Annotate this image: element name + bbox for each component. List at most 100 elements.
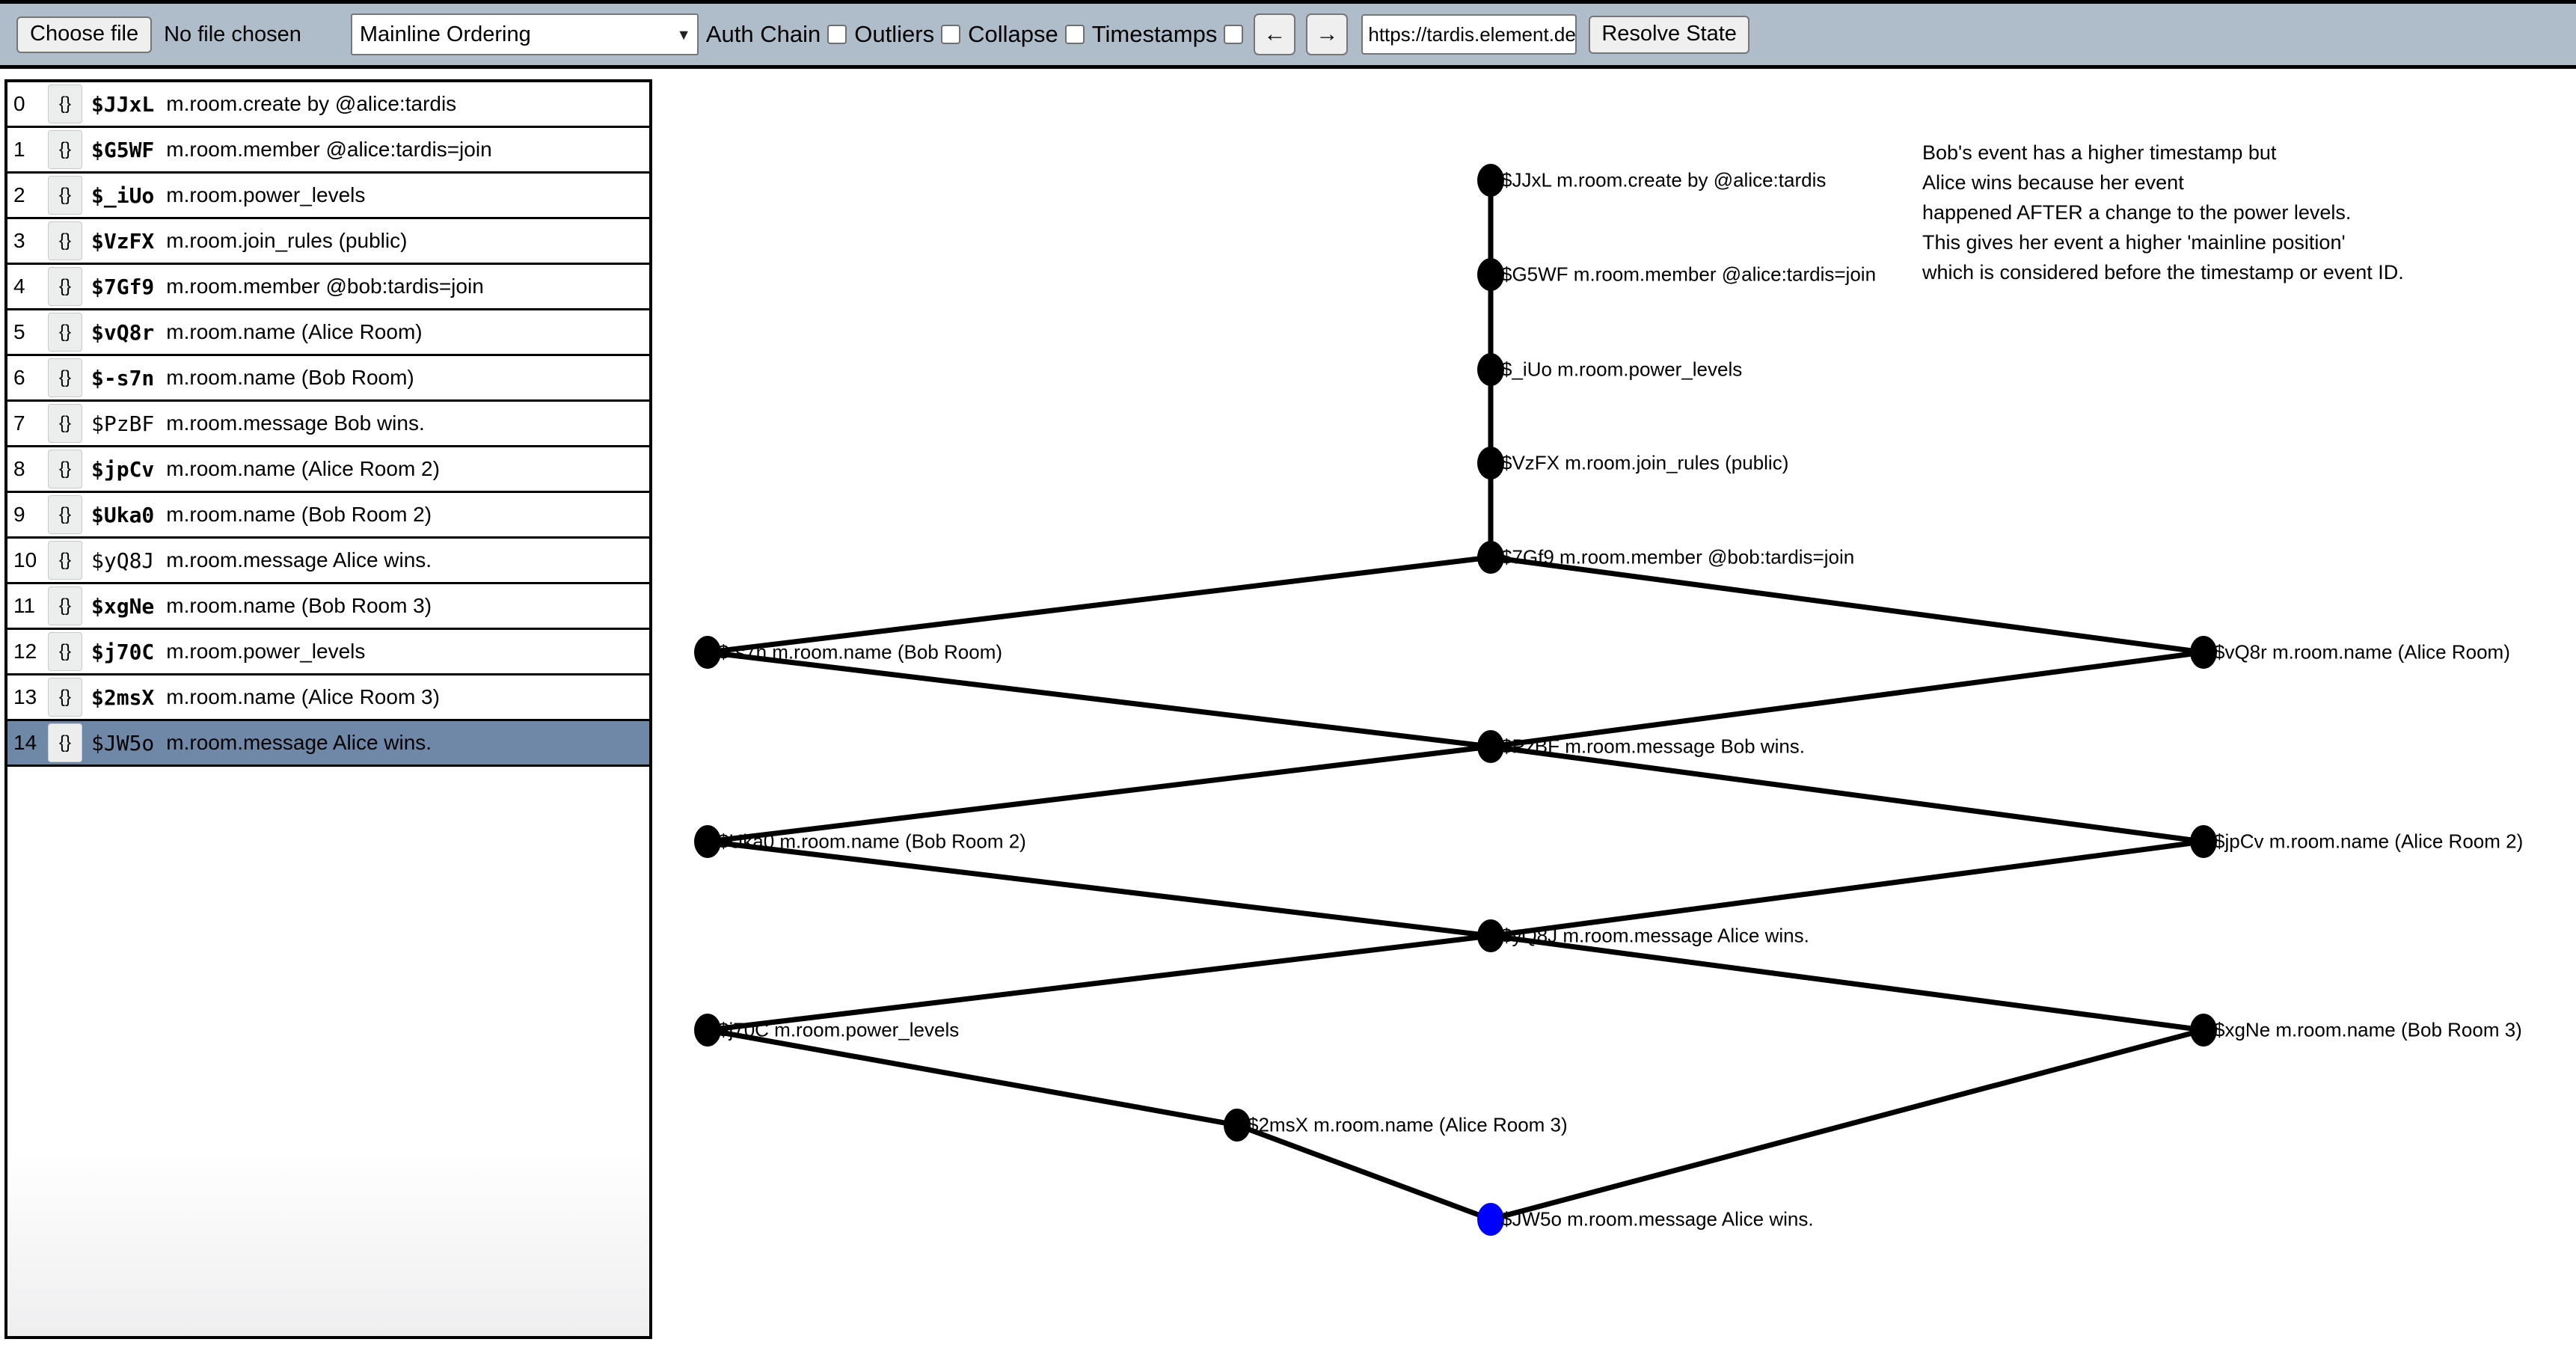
json-badge-icon[interactable]: {} <box>48 541 82 580</box>
json-badge-icon[interactable]: {} <box>48 358 82 397</box>
ordering-select[interactable]: Mainline Ordering ▾ <box>350 13 699 55</box>
ordering-select-value: Mainline Ordering <box>359 22 531 46</box>
annotation-line: happened AFTER a change to the power lev… <box>1922 201 2352 224</box>
event-description: m.room.power_levels <box>166 640 366 663</box>
forward-arrow-icon[interactable]: → <box>1306 13 1349 55</box>
dag-node-label: $vQ8r m.room.name (Alice Room) <box>2214 640 2510 664</box>
event-description: m.room.member @alice:tardis=join <box>166 138 492 161</box>
json-badge-icon[interactable]: {} <box>48 267 82 306</box>
dag-edge <box>1490 744 2204 845</box>
json-badge-icon[interactable]: {} <box>48 495 82 534</box>
dag-node-label: $j70C m.room.power_levels <box>718 1018 960 1041</box>
file-name-label: No file chosen <box>164 22 301 46</box>
json-badge-icon[interactable]: {} <box>48 723 82 762</box>
event-description: m.room.join_rules (public) <box>166 229 408 252</box>
dag-node[interactable] <box>1477 730 1504 763</box>
event-index: 12 <box>13 640 37 663</box>
dag-node[interactable] <box>2190 1014 2217 1047</box>
dag-node[interactable] <box>694 1014 721 1047</box>
event-id: $2msX <box>91 684 155 710</box>
dag-edge <box>707 933 1491 1033</box>
annotation-line: Alice wins because her event <box>1922 171 2184 194</box>
event-index: 11 <box>13 594 36 617</box>
chevron-down-icon: ▾ <box>679 24 688 44</box>
json-badge-icon[interactable]: {} <box>48 678 82 717</box>
event-id: $yQ8J <box>91 548 155 573</box>
dag-node-label: $G5WF m.room.member @alice:tardis=join <box>1501 263 1877 286</box>
dag-node-label: $2msX m.room.name (Alice Room 3) <box>1248 1113 1568 1136</box>
json-badge-icon[interactable]: {} <box>48 176 82 215</box>
dag-edge <box>1490 1027 2204 1222</box>
json-badge-icon[interactable]: {} <box>48 632 82 671</box>
dag-node[interactable] <box>1477 353 1504 386</box>
json-badge-icon[interactable]: {} <box>48 221 82 260</box>
event-description: m.room.create by @alice:tardis <box>166 92 457 115</box>
dag-node[interactable] <box>1477 258 1504 291</box>
annotation-line: which is considered before the timestamp… <box>1922 261 2404 284</box>
dag-edge <box>707 649 1491 750</box>
dag-node[interactable] <box>1477 541 1504 574</box>
back-arrow-icon[interactable]: ← <box>1254 13 1296 55</box>
event-description: m.room.power_levels <box>166 183 366 206</box>
dag-node[interactable] <box>1477 164 1504 197</box>
json-badge-icon[interactable]: {} <box>48 450 82 488</box>
event-description: m.room.message Bob wins. <box>166 411 425 435</box>
dag-node[interactable] <box>2190 636 2217 669</box>
outliers-checkbox[interactable] <box>941 25 961 44</box>
annotation-line: This gives her event a higher 'mainline … <box>1922 231 2346 254</box>
event-id: $xgNe <box>91 593 155 619</box>
dag-node-label: $VzFX m.room.join_rules (public) <box>1501 451 1789 474</box>
dag-node-label: $JJxL m.room.create by @alice:tardis <box>1501 168 1827 192</box>
dag-edge <box>707 554 1491 655</box>
dag-node[interactable] <box>1477 1203 1504 1236</box>
url-input-value: https://tardis.element.dev <box>1368 22 1577 46</box>
event-index: 14 <box>13 731 37 754</box>
json-badge-icon[interactable]: {} <box>48 404 82 443</box>
event-index: 10 <box>13 548 37 572</box>
event-id: $j70C <box>91 639 155 664</box>
event-description: m.room.name (Alice Room 2) <box>166 457 440 480</box>
event-index: 8 <box>13 457 25 480</box>
event-description: m.room.name (Bob Room) <box>166 366 414 389</box>
json-badge-icon[interactable]: {} <box>48 85 82 123</box>
json-badge-icon[interactable]: {} <box>48 586 82 625</box>
dag-edge <box>707 744 1491 845</box>
event-description: m.room.name (Bob Room 2) <box>166 503 432 526</box>
json-badge-icon[interactable]: {} <box>48 130 82 169</box>
dag-node[interactable] <box>1224 1109 1251 1142</box>
timestamps-checkbox[interactable] <box>1224 25 1244 44</box>
choose-file-button[interactable]: Choose file <box>16 16 153 53</box>
url-input[interactable]: https://tardis.element.dev <box>1361 14 1577 55</box>
dag-node[interactable] <box>694 825 721 858</box>
outliers-label: Outliers <box>854 21 935 47</box>
event-index: 9 <box>13 503 25 526</box>
collapse-checkbox[interactable] <box>1064 25 1085 44</box>
dag-node[interactable] <box>694 636 721 669</box>
resolve-state-button[interactable]: Resolve State <box>1589 15 1749 54</box>
dag-node[interactable] <box>2190 825 2217 858</box>
auth-chain-checkbox[interactable] <box>827 25 847 44</box>
json-badge-icon[interactable]: {} <box>48 313 82 352</box>
event-id: $VzFX <box>91 228 155 254</box>
event-id: $JW5o <box>91 730 155 756</box>
dag-graph[interactable]: $JJxL m.room.create by @alice:tardis $G5W… <box>658 75 2576 1348</box>
event-row[interactable]: 12 {} $j70C m.room.power_levels <box>7 630 649 675</box>
dag-node[interactable] <box>1477 919 1504 952</box>
dag-node[interactable] <box>1477 447 1504 480</box>
